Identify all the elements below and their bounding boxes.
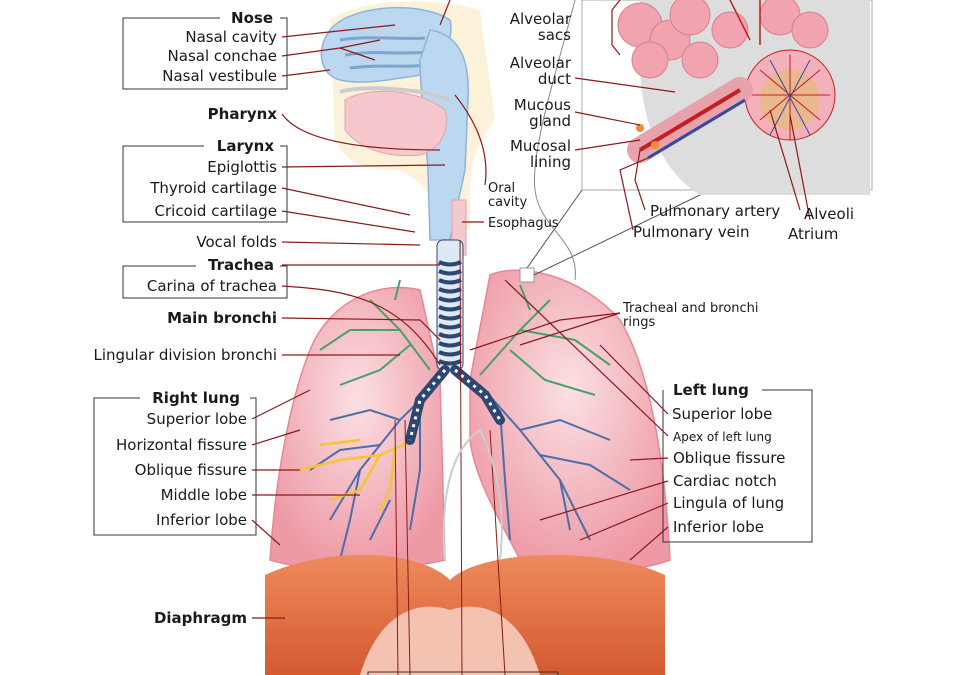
label-left-superior-lobe: Superior lobe bbox=[672, 405, 772, 423]
label-horizontal-fissure: Horizontal fissure bbox=[116, 436, 247, 454]
heart-outline bbox=[442, 428, 503, 561]
labels: Nose Nasal cavity Nasal conchae Nasal ve… bbox=[94, 9, 855, 627]
label-right-oblique-fissure: Oblique fissure bbox=[135, 461, 247, 479]
label-oral-cavity-line2: cavity bbox=[488, 195, 528, 210]
label-vocal-folds: Vocal folds bbox=[196, 233, 277, 251]
label-diaphragm: Diaphragm bbox=[154, 609, 247, 627]
label-alveolar-sacs-line2: sacs bbox=[538, 26, 571, 44]
label-larynx: Larynx bbox=[217, 137, 275, 155]
label-pulmonary-vein: Pulmonary vein bbox=[633, 223, 750, 241]
middle-lobe-bronchi bbox=[299, 438, 416, 511]
label-left-oblique-fissure: Oblique fissure bbox=[673, 449, 785, 467]
tracheal-ring bbox=[438, 350, 462, 357]
label-atrium: Atrium bbox=[788, 225, 838, 243]
label-nose: Nose bbox=[231, 9, 273, 27]
label-carina: Carina of trachea bbox=[147, 277, 277, 295]
label-apex-left-lung: Apex of left lung bbox=[673, 430, 772, 444]
oral-cavity-shape bbox=[339, 86, 451, 157]
label-trachea: Trachea bbox=[208, 256, 274, 274]
right-green-bronchi bbox=[319, 279, 431, 386]
label-alveolar-sacs-line1: Alveolar bbox=[510, 10, 572, 28]
label-mucosal-lining-line2: lining bbox=[530, 153, 571, 171]
tracheal-ring bbox=[438, 359, 462, 366]
tracheal-ring bbox=[438, 269, 462, 276]
tracheal-rings bbox=[438, 260, 462, 366]
label-rings-line1: Tracheal and bronchi bbox=[622, 301, 759, 316]
alveoli-inset bbox=[581, 0, 873, 195]
pharynx-shape bbox=[419, 29, 469, 241]
label-pharynx: Pharynx bbox=[208, 105, 278, 123]
leader-lines bbox=[251, 0, 811, 619]
spine-lines bbox=[394, 239, 506, 675]
tracheal-ring bbox=[438, 260, 462, 267]
trachea-shape bbox=[436, 239, 464, 371]
label-alveoli: Alveoli bbox=[804, 205, 854, 223]
label-cricoid-cartilage: Cricoid cartilage bbox=[155, 202, 277, 220]
left-green-bronchi bbox=[479, 284, 611, 396]
label-rings-line2: rings bbox=[623, 315, 655, 330]
alveolar-network bbox=[744, 49, 836, 141]
label-mucous-gland-line1: Mucous bbox=[514, 96, 571, 114]
label-right-lung: Right lung bbox=[152, 389, 240, 407]
left-lung-label-box bbox=[662, 389, 813, 543]
label-alveolar-duct-line2: duct bbox=[538, 70, 571, 88]
label-oral-cavity-line1: Oral bbox=[488, 181, 515, 196]
label-main-bronchi: Main bronchi bbox=[167, 309, 277, 327]
diaphragm-shape bbox=[265, 554, 665, 675]
zoom-callout bbox=[519, 0, 701, 283]
label-nasal-conchae: Nasal conchae bbox=[168, 47, 277, 65]
tracheal-ring bbox=[438, 296, 462, 303]
tracheal-ring bbox=[438, 278, 462, 285]
label-mucosal-lining-line1: Mucosal bbox=[510, 137, 571, 155]
label-epiglottis: Epiglottis bbox=[207, 158, 277, 176]
larynx-label-box bbox=[122, 145, 288, 223]
label-nasal-cavity: Nasal cavity bbox=[185, 28, 277, 46]
label-pulmonary-artery: Pulmonary artery bbox=[650, 202, 780, 220]
label-middle-lobe: Middle lobe bbox=[161, 486, 247, 504]
left-bronchial-tree bbox=[479, 384, 631, 541]
tracheal-ring bbox=[438, 341, 462, 348]
trachea-label-box bbox=[122, 265, 288, 299]
bronchiole-tube bbox=[627, 77, 753, 163]
right-lung-label-box bbox=[93, 397, 257, 536]
bottom-label-box bbox=[367, 671, 559, 675]
label-nasal-vestibule: Nasal vestibule bbox=[162, 67, 277, 85]
label-esophagus: Esophagus bbox=[488, 216, 559, 231]
label-lingula: Lingula of lung bbox=[673, 494, 784, 512]
label-cardiac-notch: Cardiac notch bbox=[673, 472, 777, 490]
label-alveolar-duct-line1: Alveolar bbox=[510, 54, 572, 72]
label-right-superior-lobe: Superior lobe bbox=[147, 410, 247, 428]
label-right-inferior-lobe: Inferior lobe bbox=[156, 511, 247, 529]
label-left-lung: Left lung bbox=[673, 381, 749, 399]
tracheal-ring bbox=[438, 305, 462, 312]
alveolar-sac-cluster bbox=[617, 0, 829, 79]
tracheal-ring bbox=[438, 287, 462, 294]
label-left-inferior-lobe: Inferior lobe bbox=[673, 518, 764, 536]
main-bronchi-stripes bbox=[408, 368, 502, 441]
nasal-cavity-shape bbox=[320, 6, 452, 83]
tracheal-ring bbox=[438, 332, 462, 339]
tracheal-ring bbox=[438, 314, 462, 321]
nose-label-box bbox=[122, 17, 288, 90]
tracheal-ring bbox=[438, 323, 462, 330]
label-thyroid-cartilage: Thyroid cartilage bbox=[149, 179, 277, 197]
label-mucous-gland-line2: gland bbox=[529, 112, 571, 130]
label-lingular-bronchi: Lingular division bronchi bbox=[94, 346, 278, 364]
